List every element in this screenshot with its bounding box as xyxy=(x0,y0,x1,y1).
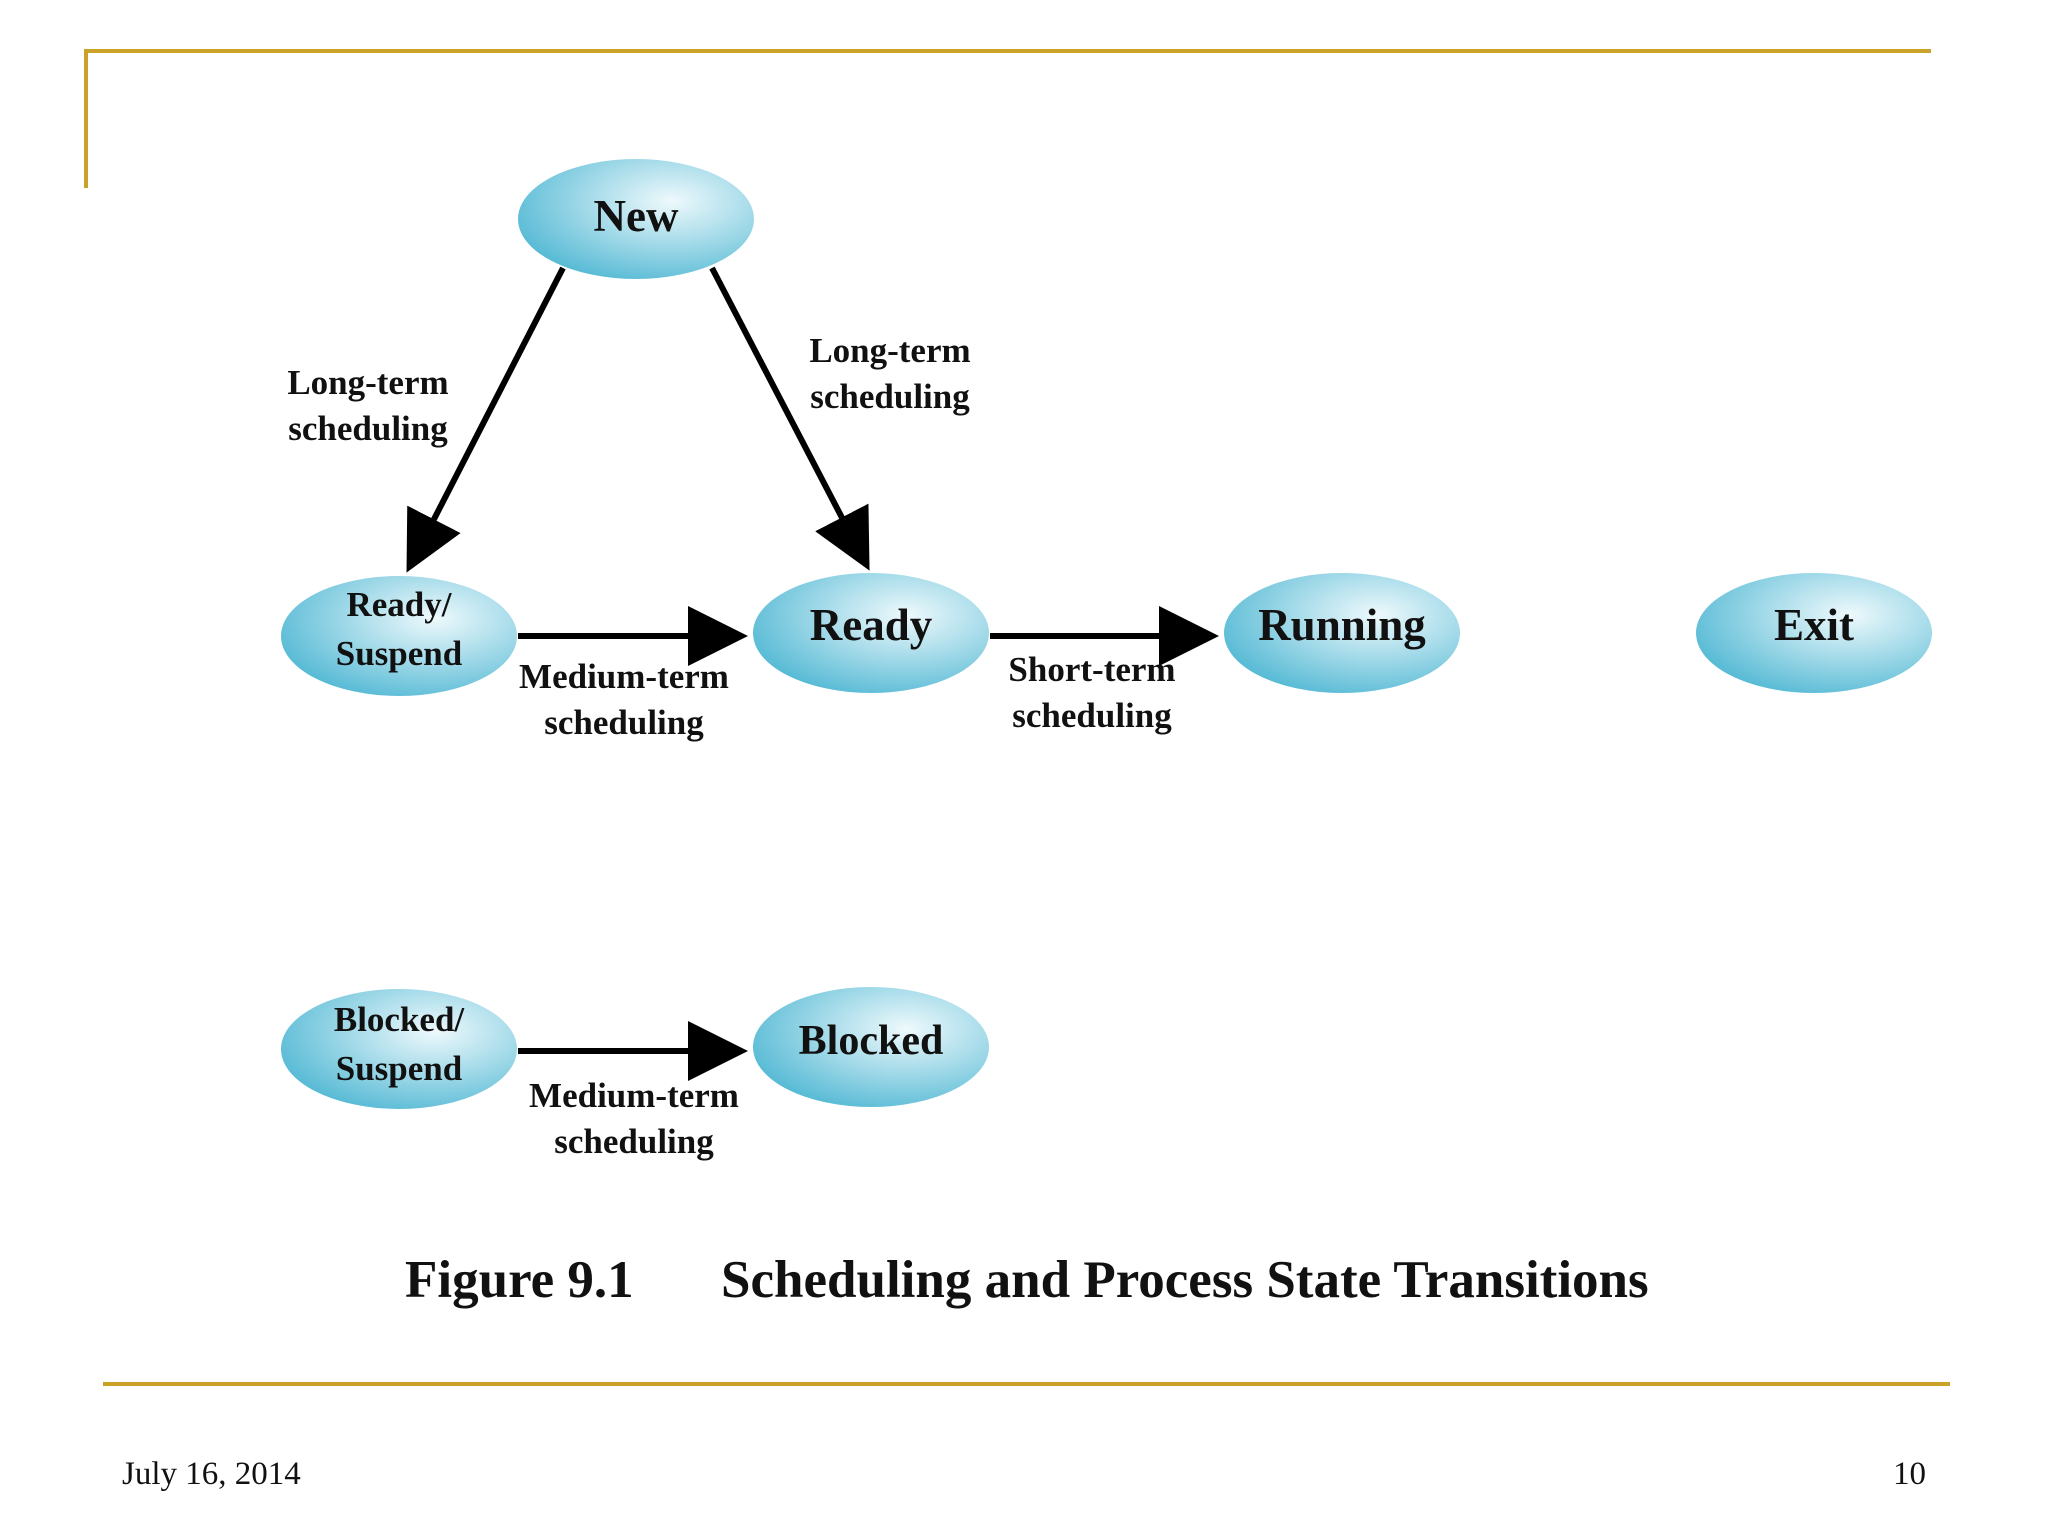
label-new-to-ready-suspend-line2: scheduling xyxy=(288,409,448,448)
label-blocked-suspend-to-blocked: Medium-term scheduling xyxy=(529,1076,739,1161)
state-ready-suspend-label-line2: Suspend xyxy=(336,634,463,673)
state-exit: Exit xyxy=(1696,573,1932,693)
label-ready-to-running-line2: scheduling xyxy=(1012,696,1172,735)
state-new-label: New xyxy=(594,191,679,241)
state-running-shape xyxy=(1224,573,1460,693)
state-ready-suspend: Ready/ Suspend xyxy=(281,576,517,696)
state-ready-label: Ready xyxy=(810,600,933,650)
bottom-rule xyxy=(103,1382,1950,1386)
state-blocked-shape xyxy=(753,987,989,1107)
label-new-to-ready-suspend: Long-term scheduling xyxy=(287,363,448,448)
state-blocked-suspend-shape xyxy=(281,989,517,1109)
footer-page-number: 10 xyxy=(1893,1456,1926,1492)
arrow-new-to-ready-suspend xyxy=(406,266,566,573)
state-ready: Ready xyxy=(753,573,989,693)
label-new-to-ready: Long-term scheduling xyxy=(809,331,970,416)
state-blocked: Blocked xyxy=(753,987,989,1107)
state-exit-label: Exit xyxy=(1774,600,1854,650)
top-rule xyxy=(84,49,1931,53)
label-new-to-ready-line1: Long-term xyxy=(809,331,970,370)
left-rule xyxy=(84,49,88,188)
state-blocked-suspend-label-line1: Blocked/ xyxy=(334,1000,466,1039)
state-running: Running xyxy=(1224,573,1460,693)
state-running-label: Running xyxy=(1258,600,1426,650)
label-ready-suspend-to-ready: Medium-term scheduling xyxy=(519,657,729,742)
label-blocked-suspend-to-blocked-line1: Medium-term xyxy=(529,1076,739,1115)
footer-date: July 16, 2014 xyxy=(122,1456,301,1492)
arrow-new-to-ready xyxy=(709,266,870,571)
figure-caption-number: Figure 9.1 xyxy=(405,1251,634,1309)
label-blocked-suspend-to-blocked-line2: scheduling xyxy=(554,1122,714,1161)
label-ready-to-running-line1: Short-term xyxy=(1008,650,1175,689)
state-blocked-label: Blocked xyxy=(799,1018,944,1064)
state-new: New xyxy=(518,159,754,279)
state-blocked-suspend: Blocked/ Suspend xyxy=(281,989,517,1109)
state-ready-shape xyxy=(753,573,989,693)
state-ready-suspend-shape xyxy=(281,576,517,696)
label-new-to-ready-line2: scheduling xyxy=(810,377,970,416)
label-ready-to-running: Short-term scheduling xyxy=(1008,650,1175,735)
label-ready-suspend-to-ready-line1: Medium-term xyxy=(519,657,729,696)
figure-caption: Figure 9.1 Scheduling and Process State … xyxy=(405,1251,1649,1309)
state-new-shape xyxy=(518,159,754,279)
state-ready-suspend-label-line1: Ready/ xyxy=(347,585,453,624)
state-exit-shape xyxy=(1696,573,1932,693)
label-ready-suspend-to-ready-line2: scheduling xyxy=(544,703,704,742)
figure-caption-title: Scheduling and Process State Transitions xyxy=(721,1251,1649,1309)
state-blocked-suspend-label-line2: Suspend xyxy=(336,1049,463,1088)
label-new-to-ready-suspend-line1: Long-term xyxy=(287,363,448,402)
